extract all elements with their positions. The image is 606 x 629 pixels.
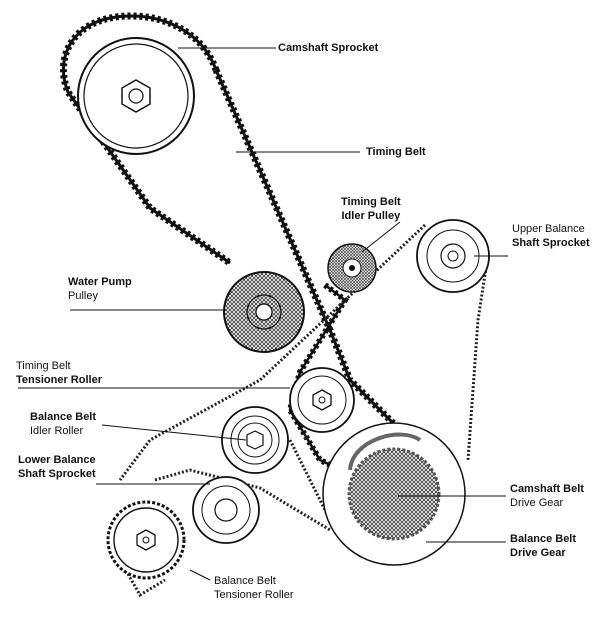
label-balance-belt-tensioner-roller: Balance Belt Tensioner Roller	[214, 575, 294, 601]
label-balance-belt-idler-roller: Balance Belt Idler Roller	[30, 411, 97, 437]
camshaft-sprocket	[77, 37, 195, 155]
lower-balance-shaft-sprocket	[192, 476, 260, 544]
label-lower-balance-shaft-sprocket: Lower Balance Shaft Sprocket	[18, 454, 96, 480]
label-timing-belt-idler-pulley: Timing Belt Idler Pulley	[341, 196, 401, 222]
water-pump-pulley	[223, 271, 305, 353]
label-balance-belt-drive-gear: Balance Belt Drive Gear	[510, 533, 577, 559]
label-timing-belt: Timing Belt	[366, 146, 426, 158]
balance-belt-idler-roller	[221, 406, 289, 474]
camshaft-belt-drive-gear	[347, 432, 441, 541]
label-camshaft-belt-drive-gear: Camshaft Belt Drive Gear	[510, 483, 584, 509]
balance-belt-tensioner-roller	[106, 500, 186, 580]
timing-belt-tensioner-roller	[289, 367, 355, 433]
label-camshaft-sprocket: Camshaft Sprocket	[278, 42, 379, 54]
label-water-pump-pulley: Water Pump Pulley	[68, 276, 132, 302]
label-timing-belt-tensioner-roller: Timing Belt Tensioner Roller	[16, 360, 102, 386]
timing-belt-idler-pulley	[327, 243, 377, 293]
label-upper-balance-shaft-sprocket: Upper Balance Shaft Sprocket	[512, 223, 590, 249]
leader-lines	[18, 47, 508, 581]
